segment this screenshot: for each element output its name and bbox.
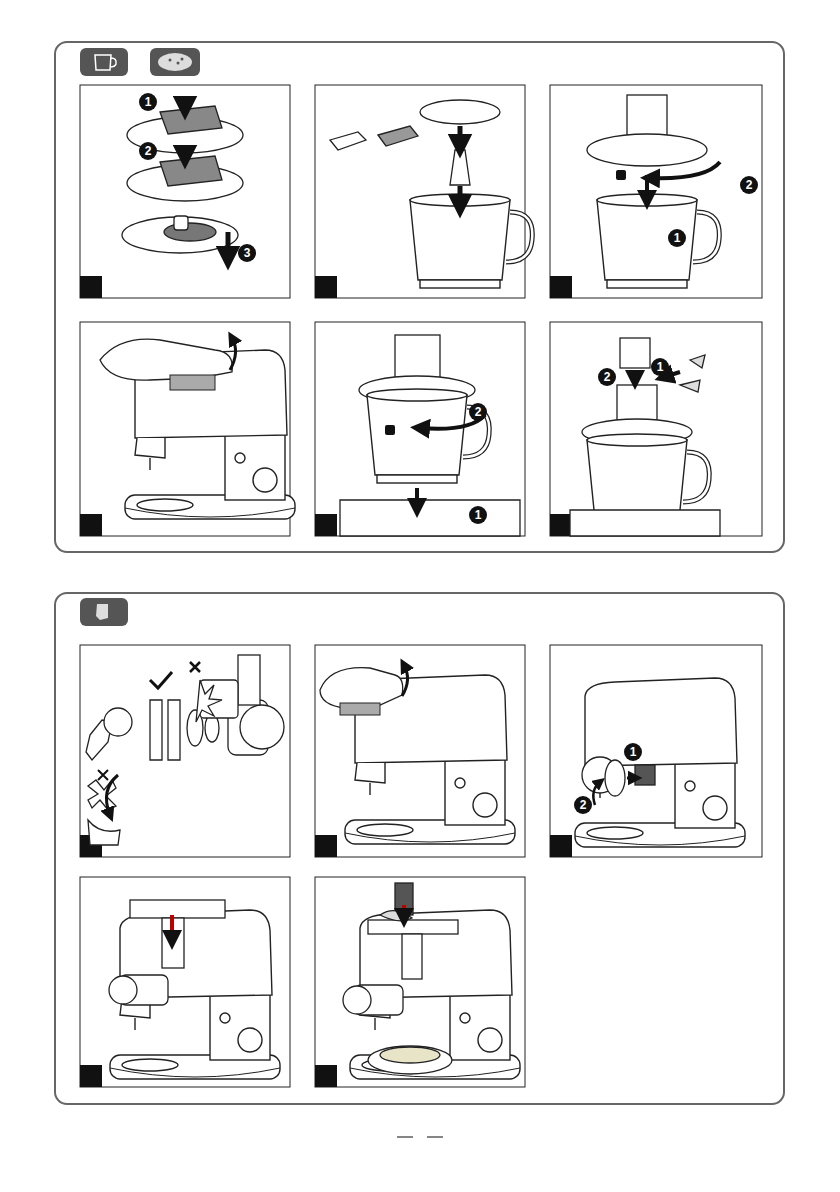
callout-number: 2 — [598, 368, 616, 386]
callout-number: 1 — [624, 743, 642, 761]
callout-number: 1 — [139, 93, 157, 111]
callout-number: 3 — [238, 244, 256, 262]
callout-number: 2 — [139, 142, 157, 160]
callout-number: 1 — [469, 506, 487, 524]
callout-number: 2 — [740, 176, 758, 194]
callout-number: 1 — [668, 229, 686, 247]
callout-number: 1 — [651, 358, 669, 376]
callout-number: 2 — [469, 403, 487, 421]
callout-number: 2 — [574, 796, 592, 814]
